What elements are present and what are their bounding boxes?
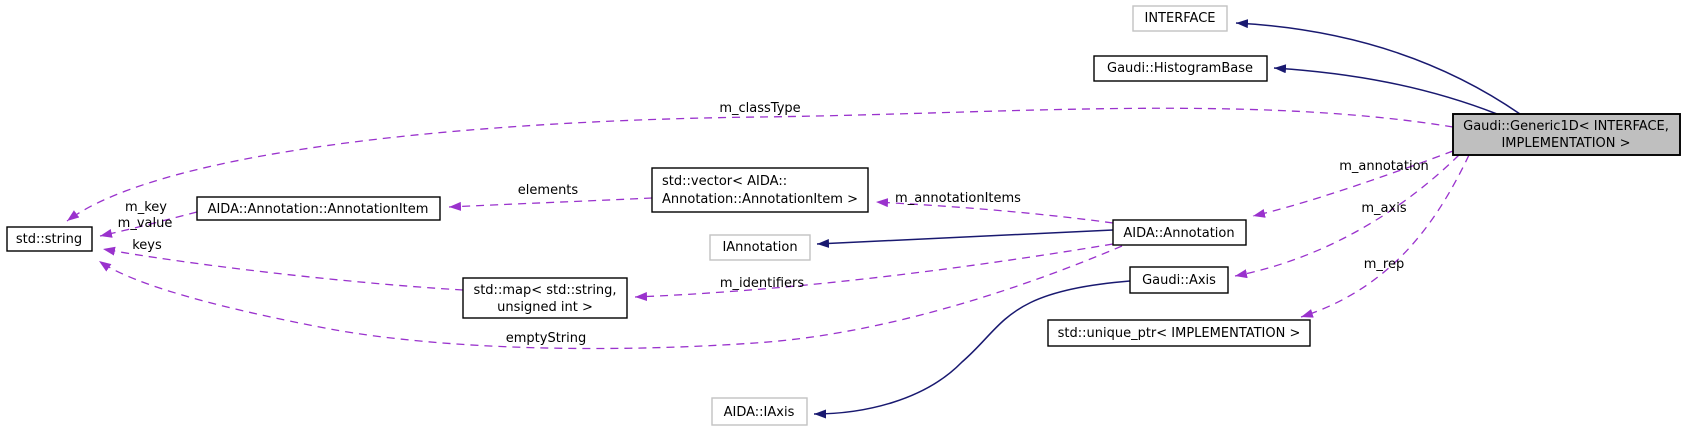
node-std-vector-annotationitem-box — [651, 167, 869, 213]
edge-label-m-annotation: m_annotation — [1339, 159, 1429, 174]
edge-label-emptystring: emptyString — [506, 331, 587, 346]
node-std-vector-annotationitem[interactable]: std::vector< AIDA:: Annotation::Annotati… — [651, 167, 869, 213]
edge-emptystring — [98, 245, 1123, 350]
node-gaudi-histogrambase[interactable]: Gaudi::HistogramBase — [1093, 55, 1268, 82]
node-std-unique-ptr-label[interactable]: std::unique_ptr< IMPLEMENTATION > — [1058, 326, 1301, 341]
node-iannotation-label[interactable]: IAnnotation — [722, 240, 797, 255]
node-gaudi-axis-label[interactable]: Gaudi::Axis — [1142, 273, 1216, 288]
edge-m-rep — [1300, 154, 1470, 318]
node-gaudi-histogrambase-label[interactable]: Gaudi::HistogramBase — [1107, 61, 1253, 76]
edge-inheritance-interface — [1235, 19, 1521, 115]
node-iannotation-box — [709, 234, 811, 261]
edge-m-key-m-value — [99, 211, 198, 238]
edge-keys — [102, 246, 464, 291]
node-aida-annotationitem-box — [196, 196, 441, 221]
node-aida-iaxis-box — [711, 397, 808, 426]
node-gaudi-generic1d-label-line2: IMPLEMENTATION > — [1501, 136, 1630, 151]
edge-m-annotation — [1252, 150, 1454, 218]
node-iannotation[interactable]: IAnnotation — [709, 234, 811, 261]
node-std-string-label[interactable]: std::string — [16, 232, 82, 247]
edge-label-m-key: m_key — [125, 200, 167, 215]
edge-label-keys: keys — [132, 238, 162, 253]
node-std-map-label-line1: std::map< std::string, — [473, 283, 616, 298]
node-std-map[interactable]: std::map< std::string, unsigned int > — [462, 277, 628, 319]
node-gaudi-axis[interactable]: Gaudi::Axis — [1129, 266, 1229, 294]
node-gaudi-generic1d-box — [1452, 113, 1681, 156]
edge-label-m-value: m_value — [118, 216, 173, 231]
node-std-string[interactable]: std::string — [6, 226, 93, 252]
node-std-map-box — [462, 277, 628, 319]
edge-m-identifiers — [634, 243, 1114, 302]
edge-label-m-classtype: m_classType — [719, 101, 800, 116]
node-std-unique-ptr-box — [1047, 319, 1311, 347]
edge-inheritance-histogrambase — [1273, 64, 1498, 115]
node-std-vector-label-line1: std::vector< AIDA:: — [662, 174, 787, 189]
node-aida-annotation[interactable]: AIDA::Annotation — [1112, 219, 1247, 246]
node-aida-annotation-box — [1112, 219, 1247, 246]
edge-label-m-rep: m_rep — [1364, 257, 1404, 272]
edge-label-m-annotationitems: m_annotationItems — [895, 191, 1021, 206]
node-std-unique-ptr[interactable]: std::unique_ptr< IMPLEMENTATION > — [1047, 319, 1311, 347]
node-std-vector-label-line2: Annotation::AnnotationItem > — [662, 192, 858, 207]
node-aida-annotation-label[interactable]: AIDA::Annotation — [1123, 226, 1234, 241]
node-gaudi-axis-box — [1129, 266, 1229, 294]
edge-m-axis — [1234, 154, 1460, 279]
node-gaudi-histogrambase-box — [1093, 55, 1268, 82]
edge-label-m-identifiers: m_identifiers — [720, 276, 805, 291]
node-aida-annotationitem[interactable]: AIDA::Annotation::AnnotationItem — [196, 196, 441, 221]
edge-inheritance-iannotation — [816, 229, 1114, 248]
node-std-string-box — [6, 226, 93, 252]
node-interface[interactable]: INTERFACE — [1132, 5, 1228, 32]
node-aida-annotationitem-label[interactable]: AIDA::Annotation::AnnotationItem — [208, 202, 429, 217]
node-gaudi-generic1d-label-line1: Gaudi::Generic1D< INTERFACE, — [1463, 119, 1669, 134]
edge-inheritance-iaxis — [813, 280, 1131, 419]
node-interface-label[interactable]: INTERFACE — [1145, 11, 1216, 26]
node-aida-iaxis-label[interactable]: AIDA::IAxis — [724, 405, 795, 420]
edge-label-m-axis: m_axis — [1361, 201, 1406, 216]
edge-label-elements: elements — [518, 183, 579, 198]
node-gaudi-generic1d[interactable]: Gaudi::Generic1D< INTERFACE, IMPLEMENTAT… — [1452, 113, 1681, 156]
node-interface-box — [1132, 5, 1228, 32]
edge-m-annotationitems — [875, 198, 1114, 224]
node-aida-iaxis[interactable]: AIDA::IAxis — [711, 397, 808, 426]
node-std-map-label-line2: unsigned int > — [497, 300, 593, 315]
edge-elements — [448, 197, 653, 211]
